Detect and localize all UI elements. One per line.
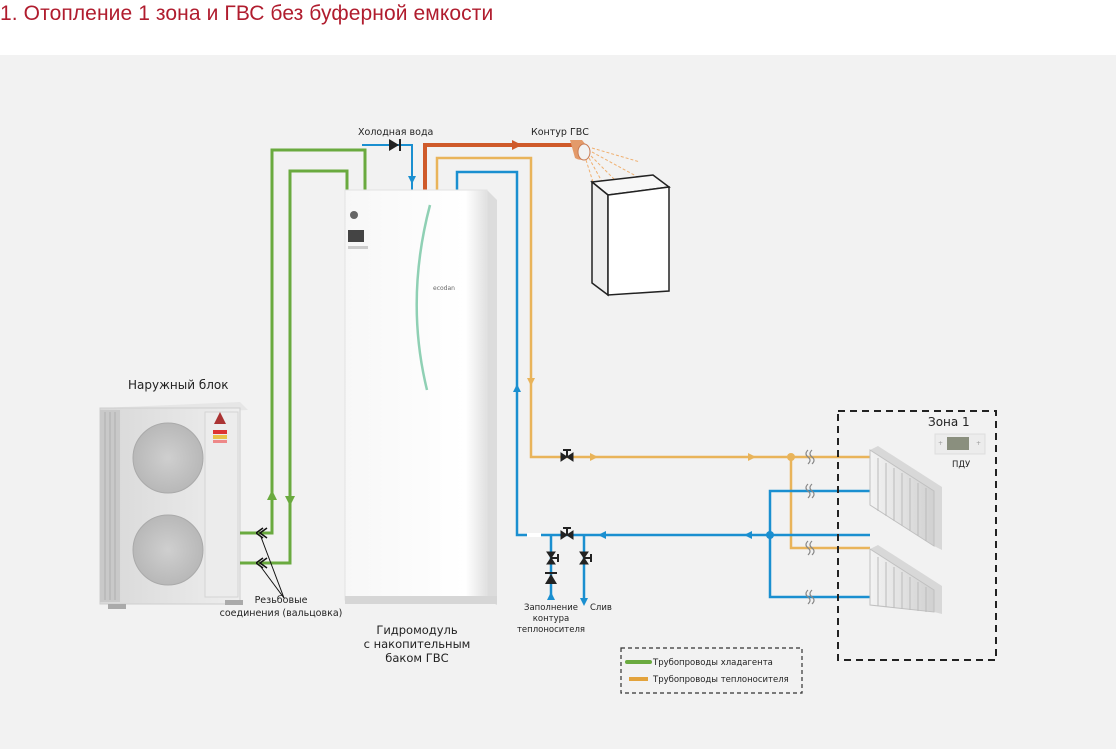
label-flare-1: Резьбовые — [255, 595, 308, 606]
legend-label-heating: Трубопроводы теплоносителя — [652, 675, 789, 685]
label-hydromodule-1: Гидромодуль — [376, 623, 458, 637]
svg-text:+: + — [938, 440, 943, 447]
diagram-canvas — [0, 55, 1116, 749]
flow-arrow-return-2 — [598, 531, 606, 539]
fan-top — [132, 422, 204, 494]
flow-arrow-down — [285, 496, 295, 506]
flow-arrow-up — [267, 490, 277, 500]
flow-arrow-fill — [547, 592, 555, 600]
label-hydromodule-3: баком ГВС — [385, 651, 448, 665]
cold-water-pipe — [362, 144, 413, 190]
flow-arrow-supply-3 — [748, 453, 756, 461]
label-hydromodule-2: с накопительным — [364, 637, 471, 651]
check-valve-fill-icon — [545, 574, 557, 584]
logo-icon — [350, 211, 358, 219]
flow-arrow-return-1 — [513, 384, 521, 392]
refrigerant-pipes — [255, 148, 367, 565]
flare-connector-icon — [254, 527, 285, 599]
legend-box — [620, 647, 803, 694]
brand-label: ecodan — [433, 285, 455, 292]
label-cold-water: Холодная вода — [358, 127, 433, 138]
label-fill-1: Заполнение — [524, 603, 578, 613]
tee-junction-supply — [787, 453, 795, 461]
flow-arrow-return-3 — [744, 531, 752, 539]
svg-text:+: + — [976, 440, 981, 447]
remote-controller-icon: + + — [934, 433, 986, 455]
label-fill-2: контура — [533, 614, 569, 624]
outdoor-unit — [99, 402, 248, 609]
shower-head-icon — [570, 140, 591, 161]
control-panel-display — [348, 230, 364, 242]
hydromodule-tank: ecodan — [344, 189, 497, 605]
dhw-hot-pipe — [423, 143, 575, 190]
valve-icon — [546, 449, 592, 565]
radiator-lower — [869, 545, 942, 614]
check-valve-icon — [389, 139, 399, 151]
tee-junction-return — [766, 531, 774, 539]
warning-label-icon — [214, 412, 226, 424]
heating-return-pipes — [455, 170, 870, 600]
flow-arrow-supply-2 — [590, 453, 598, 461]
flow-arrow-dhw — [512, 140, 522, 150]
legend-label-refrigerant: Трубопроводы хладагента — [652, 658, 773, 668]
label-remote: ПДУ — [952, 460, 971, 470]
flow-arrow-cold — [408, 176, 416, 184]
dhw-consumer-cabinet — [590, 174, 671, 297]
label-flare-2: соединения (вальцовка) — [220, 608, 343, 619]
fan-bottom — [132, 514, 204, 586]
label-dhw-circuit: Контур ГВС — [531, 127, 589, 138]
label-drain: Слив — [590, 603, 612, 613]
page-title: 1. Отопление 1 зона и ГВС без буферной е… — [0, 2, 494, 25]
zone-boundary — [837, 410, 997, 661]
refrigerant-pipe-inner — [255, 169, 349, 565]
heating-supply-pipes — [435, 156, 870, 550]
label-fill-3: теплоносителя — [517, 625, 585, 635]
radiator-upper — [869, 446, 942, 550]
flow-arrow-drain — [580, 598, 588, 606]
refrigerant-pipe-outer — [255, 148, 367, 535]
label-zone: Зона 1 — [928, 415, 970, 429]
label-outdoor-unit: Наружный блок — [128, 378, 229, 392]
pipe-break-marks — [805, 449, 815, 605]
flow-arrow-supply-1 — [527, 378, 535, 386]
